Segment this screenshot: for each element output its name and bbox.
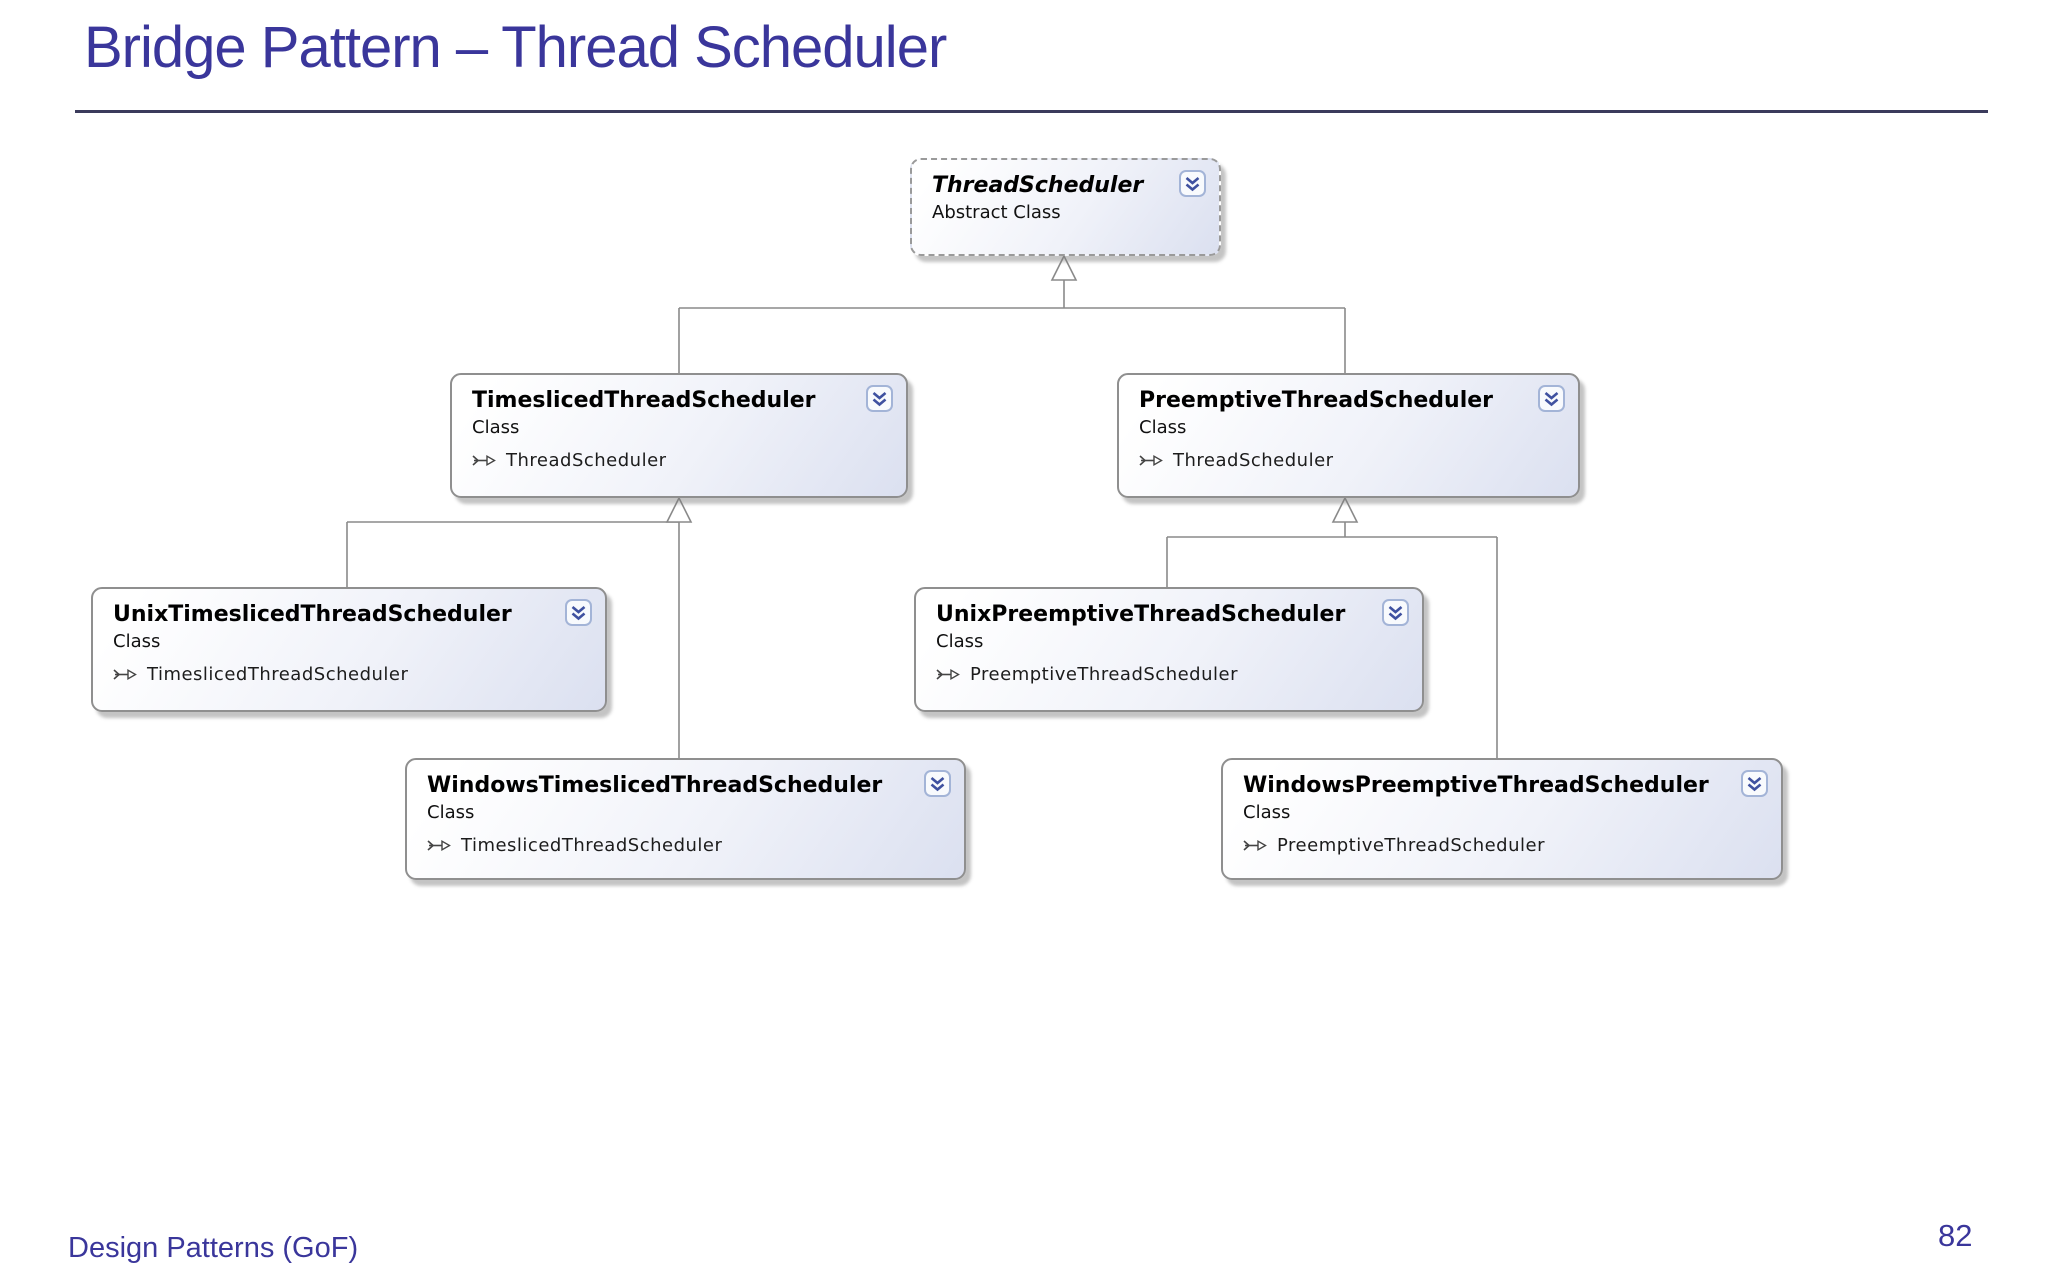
double-chevron-down-icon [1382, 599, 1409, 626]
page-title: Bridge Pattern – Thread Scheduler [84, 15, 947, 80]
double-chevron-down-icon [924, 770, 951, 797]
base-class-name: PreemptiveThreadScheduler [1277, 835, 1545, 856]
class-node-threadscheduler: ThreadScheduler Abstract Class [910, 158, 1221, 256]
class-stereotype: Abstract Class [932, 202, 1061, 223]
collapse-button[interactable] [565, 599, 592, 626]
class-node-preemptivethreadscheduler: PreemptiveThreadScheduler Class ThreadSc… [1117, 373, 1580, 498]
collapse-button[interactable] [1538, 385, 1565, 412]
connector-lines [346, 280, 1498, 758]
base-class-name: PreemptiveThreadScheduler [970, 664, 1238, 685]
base-class-row: TimeslicedThreadScheduler [427, 835, 950, 856]
inheritance-arrow-icon [472, 454, 496, 467]
title-underline [75, 110, 1988, 113]
collapse-button[interactable] [1382, 599, 1409, 626]
double-chevron-down-icon [565, 599, 592, 626]
inheritance-arrow-icon [427, 839, 451, 852]
class-stereotype: Class [113, 631, 161, 652]
class-stereotype: Class [1243, 802, 1291, 823]
double-chevron-down-icon [1179, 170, 1206, 197]
class-name: TimeslicedThreadScheduler [472, 388, 816, 413]
collapse-button[interactable] [1741, 770, 1768, 797]
base-class-row: PreemptiveThreadScheduler [936, 664, 1408, 685]
collapse-button[interactable] [1179, 170, 1206, 197]
inheritance-arrow-icon [1243, 839, 1267, 852]
base-class-name: ThreadScheduler [1173, 450, 1334, 471]
class-name: ThreadScheduler [932, 173, 1144, 198]
page-number: 82 [1938, 1218, 1973, 1253]
class-node-unixpreemptivethreadscheduler: UnixPreemptiveThreadScheduler Class Pree… [914, 587, 1424, 712]
class-stereotype: Class [427, 802, 475, 823]
class-stereotype: Class [472, 417, 520, 438]
base-class-name: ThreadScheduler [506, 450, 667, 471]
class-stereotype: Class [1139, 417, 1187, 438]
double-chevron-down-icon [1741, 770, 1768, 797]
double-chevron-down-icon [866, 385, 893, 412]
double-chevron-down-icon [1538, 385, 1565, 412]
class-node-unixtimeslicedthreadscheduler: UnixTimeslicedThreadScheduler Class Time… [91, 587, 607, 712]
base-class-row: ThreadScheduler [472, 450, 892, 471]
class-stereotype: Class [936, 631, 984, 652]
class-name: UnixPreemptiveThreadScheduler [936, 602, 1346, 627]
class-node-windowstimeslicedthreadscheduler: WindowsTimeslicedThreadScheduler Class T… [405, 758, 966, 880]
base-class-row: ThreadScheduler [1139, 450, 1564, 471]
class-name: UnixTimeslicedThreadScheduler [113, 602, 512, 627]
class-name: WindowsPreemptiveThreadScheduler [1243, 773, 1709, 798]
base-class-name: TimeslicedThreadScheduler [147, 664, 409, 685]
footer-text: Design Patterns (GoF) [68, 1232, 359, 1264]
inheritance-triangle-icons [665, 254, 1359, 523]
base-class-name: TimeslicedThreadScheduler [461, 835, 723, 856]
inheritance-arrow-icon [113, 668, 137, 681]
collapse-button[interactable] [866, 385, 893, 412]
inheritance-arrow-icon [936, 668, 960, 681]
base-class-row: TimeslicedThreadScheduler [113, 664, 591, 685]
class-node-timeslicedthreadscheduler: TimeslicedThreadScheduler Class ThreadSc… [450, 373, 908, 498]
class-name: PreemptiveThreadScheduler [1139, 388, 1494, 413]
class-name: WindowsTimeslicedThreadScheduler [427, 773, 883, 798]
class-node-windowspreemptivethreadscheduler: WindowsPreemptiveThreadScheduler Class P… [1221, 758, 1783, 880]
inheritance-arrow-icon [1139, 454, 1163, 467]
base-class-row: PreemptiveThreadScheduler [1243, 835, 1767, 856]
collapse-button[interactable] [924, 770, 951, 797]
